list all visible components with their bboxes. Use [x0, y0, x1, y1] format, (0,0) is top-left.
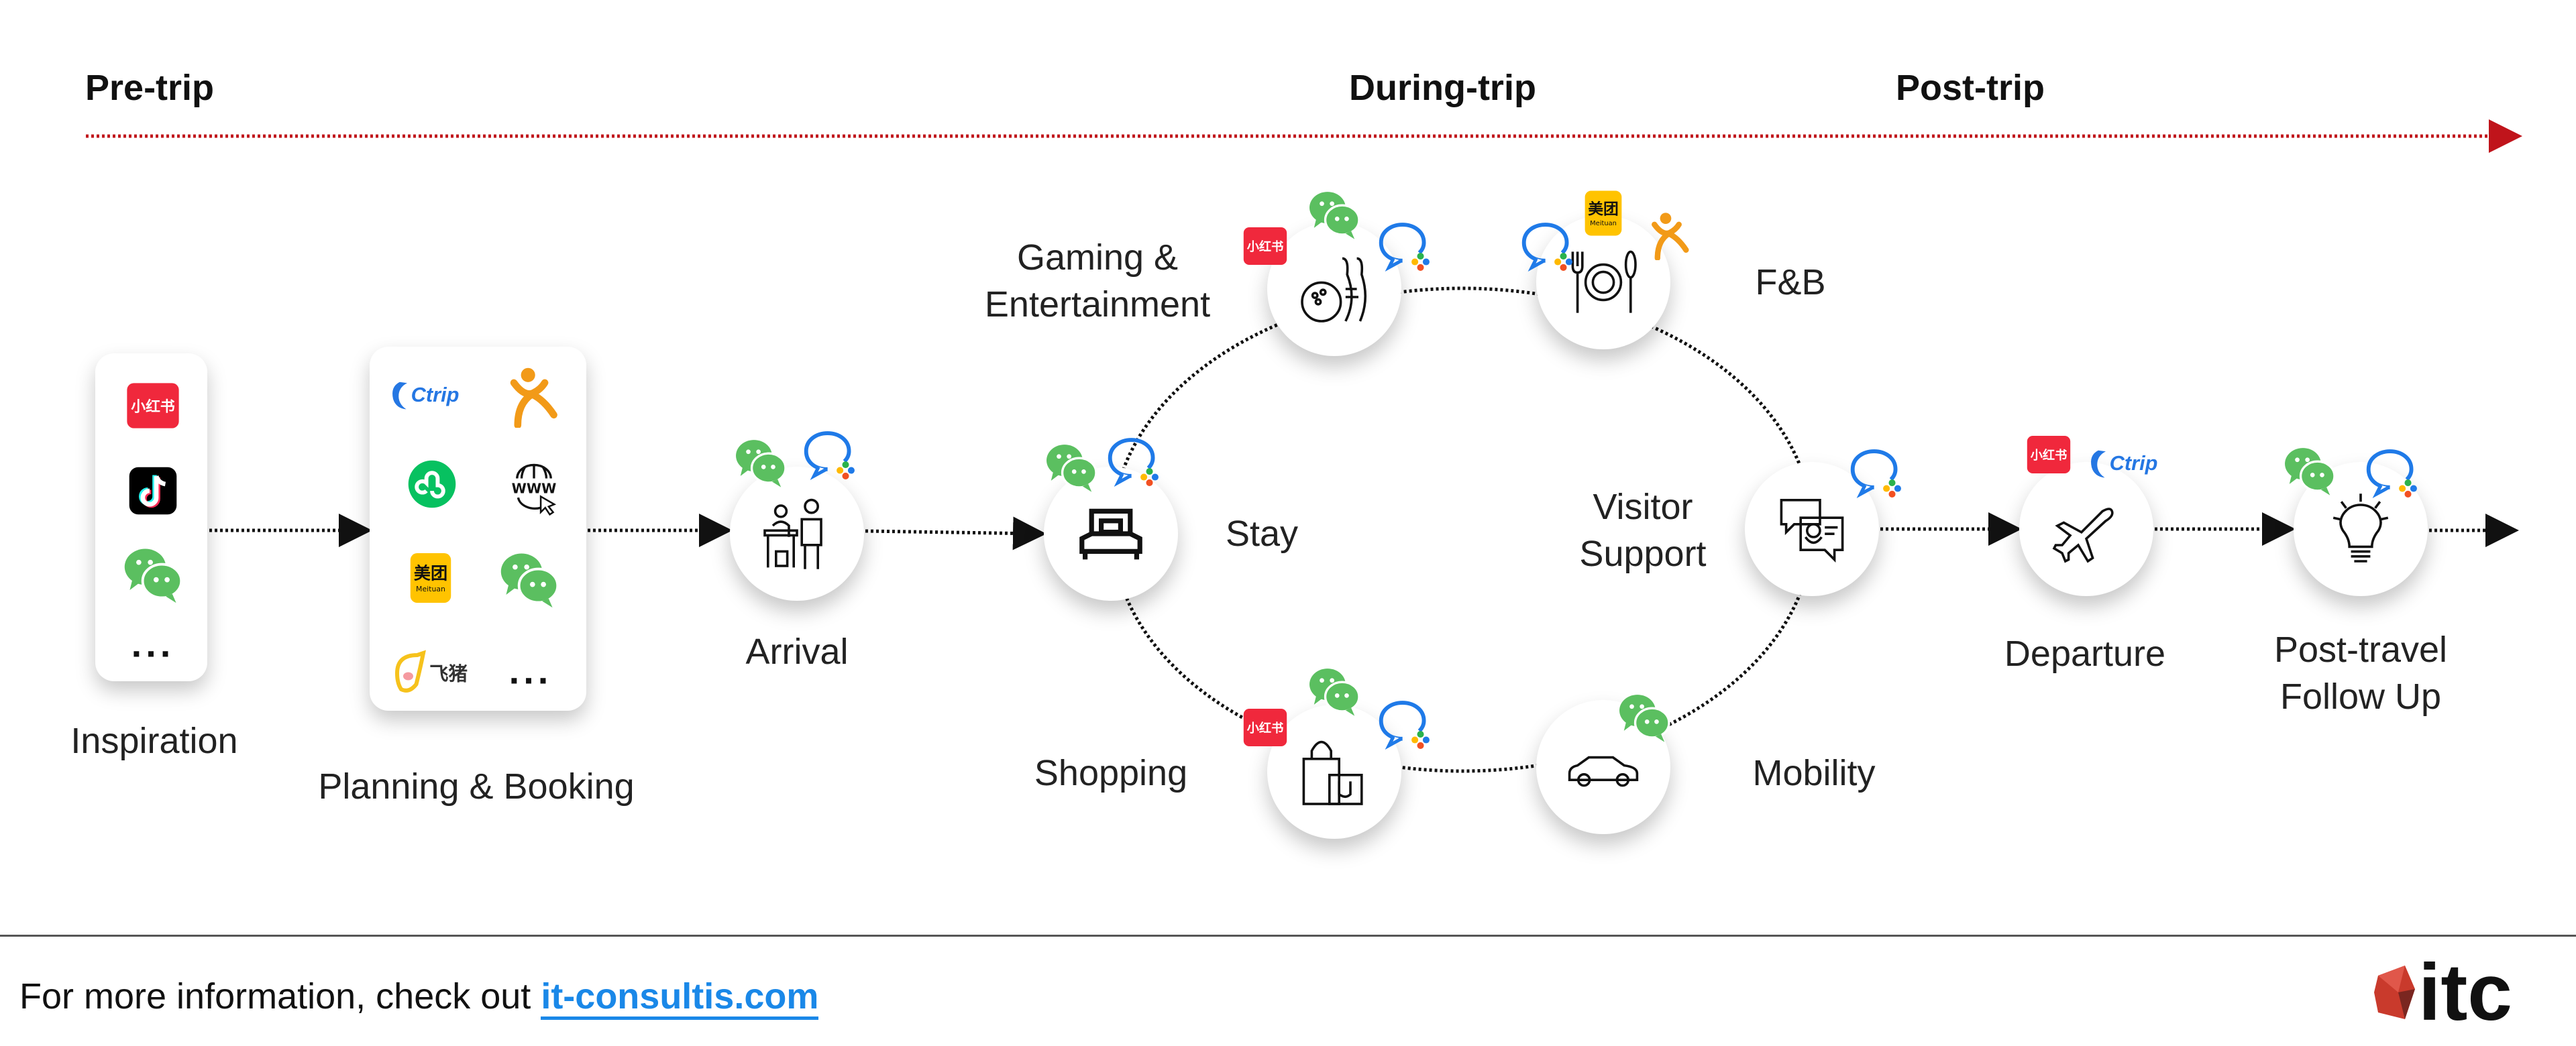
footer-divider	[0, 935, 2576, 937]
xiaohongshu-label: 小红书	[2031, 448, 2068, 463]
more-icon: ...	[131, 622, 175, 665]
ctrip-icon: Ctrip	[384, 371, 478, 418]
logo-gem-icon	[2374, 966, 2415, 1019]
logo-text: itc	[2418, 947, 2513, 1037]
www-icon: WWW	[506, 459, 562, 516]
stage-label-inspiration: Inspiration	[70, 721, 238, 761]
support-chat-icon	[1780, 499, 1844, 563]
node-stay	[1044, 467, 1178, 601]
dianping-icon	[1642, 201, 1693, 268]
meituan-sub-label: Meituan	[1590, 220, 1617, 227]
more-icon: ...	[508, 649, 553, 692]
wecom-icon	[1377, 218, 1433, 274]
footer-text: For more information, check out	[19, 976, 541, 1016]
wechat-icon	[733, 433, 789, 489]
stage-label-arrival: Arrival	[745, 632, 849, 672]
plane-icon	[2052, 508, 2114, 563]
wechat-icon	[1616, 688, 1672, 744]
phase-post-trip: Post-trip	[1896, 68, 2045, 108]
mini-program-icon	[404, 456, 460, 512]
arrow-arrival-stay	[865, 516, 1046, 550]
node-fnb	[1536, 215, 1670, 349]
wechat-icon	[1306, 662, 1362, 718]
wecom-icon	[2364, 445, 2420, 501]
wechat-icon	[1043, 438, 1099, 494]
node-departure	[2019, 462, 2153, 596]
xiaohongshu-label: 小红书	[1247, 239, 1284, 254]
meituan-label: 美团	[1588, 200, 1619, 219]
ctrip-icon: Ctrip	[2082, 439, 2176, 486]
xiaohongshu-label: 小红书	[1247, 721, 1284, 736]
label-line: Post-travel	[2273, 630, 2448, 670]
www-label: WWW	[512, 480, 557, 496]
wechat-icon	[1306, 185, 1362, 241]
website-link[interactable]: it-consultis.com	[541, 976, 819, 1020]
meituan-label: 美团	[414, 564, 447, 583]
stage-label-planning: Planning & Booking	[318, 766, 635, 807]
xiaohongshu-icon: 小红书	[1242, 704, 1289, 751]
reception-icon	[763, 498, 822, 569]
during-trip-loop	[1110, 286, 1815, 773]
label-line: Entertainment	[984, 284, 1211, 325]
phase-pre-trip: Pre-trip	[85, 68, 215, 108]
lightbulb-icon	[2332, 493, 2389, 563]
bed-icon	[1079, 508, 1142, 560]
fliggy-label: 飞猪	[429, 663, 468, 685]
label-line: Follow Up	[2279, 677, 2442, 717]
xiaohongshu-icon: 小红书	[2025, 431, 2072, 478]
ctrip-label: Ctrip	[2110, 451, 2158, 475]
node-shopping	[1267, 705, 1401, 839]
node-visitor-support	[1745, 462, 1879, 596]
bowling-icon	[1301, 257, 1367, 323]
dianping-icon	[498, 359, 563, 432]
xiaohongshu-icon: 小红书	[125, 377, 181, 434]
shopping-bag-icon	[1302, 740, 1363, 805]
wecom-icon	[1848, 445, 1904, 501]
node-arrival	[730, 467, 864, 601]
wechat-icon	[121, 541, 185, 605]
wecom-icon	[1519, 218, 1576, 274]
meituan-sub-label: Meituan	[416, 585, 445, 593]
xiaohongshu-icon: 小红书	[1242, 223, 1289, 270]
stage-label-shopping: Shopping	[1034, 753, 1188, 793]
meituan-icon: 美团 Meituan	[402, 550, 459, 606]
ctrip-label: Ctrip	[411, 383, 460, 406]
stage-label-departure: Departure	[2004, 634, 2166, 674]
car-icon	[1568, 756, 1639, 787]
wechat-icon	[2282, 441, 2338, 498]
stage-label-stay: Stay	[1225, 514, 1299, 554]
wecom-icon	[1106, 433, 1162, 489]
label-line: Support	[1579, 534, 1707, 574]
label-line: Visitor	[1593, 487, 1693, 527]
stage-label-mobility: Mobility	[1752, 753, 1876, 793]
wecom-icon	[802, 426, 858, 483]
dining-icon	[1571, 250, 1637, 313]
phase-during-trip: During-trip	[1349, 68, 1536, 108]
wecom-icon	[1377, 696, 1433, 752]
footer-info: For more information, check out it-consu…	[19, 976, 819, 1020]
label-line: Gaming &	[1016, 237, 1179, 278]
itc-logo: itc	[2371, 952, 2512, 1033]
stage-label-fnb: F&B	[1755, 262, 1826, 302]
tiktok-icon	[125, 463, 181, 519]
xiaohongshu-label: 小红书	[131, 398, 175, 415]
stage-label-gaming: Gaming & Entertainment	[985, 234, 1210, 328]
wechat-icon	[497, 546, 561, 610]
fliggy-icon: 飞猪	[387, 648, 488, 699]
node-gaming	[1267, 222, 1401, 356]
